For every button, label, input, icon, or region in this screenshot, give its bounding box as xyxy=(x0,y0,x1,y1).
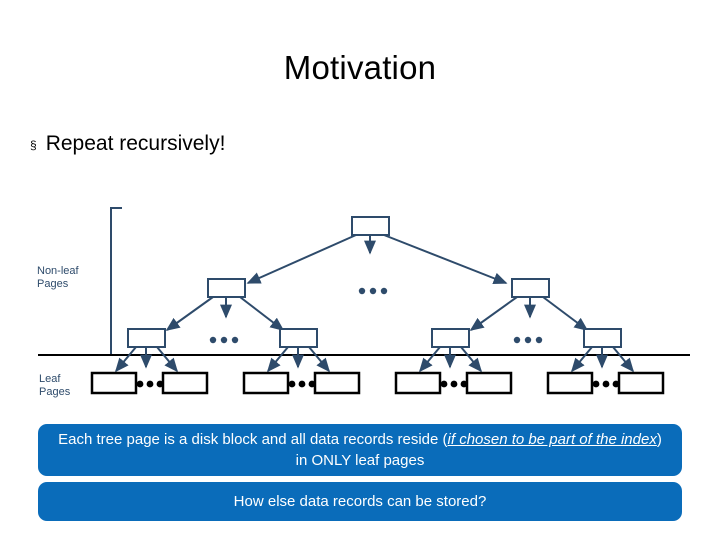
leaf-page xyxy=(546,371,594,395)
nonleaf-pages-label: Non-leaf Pages xyxy=(37,265,79,291)
tree-node-level3-c xyxy=(431,328,470,348)
edge-l3d-leaf2 xyxy=(612,346,635,373)
leaf-pages-label-line1: Leaf xyxy=(39,373,61,385)
callout-1-emphasis: if chosen to be part of the index xyxy=(447,431,657,448)
page-title: Motivation xyxy=(283,49,437,86)
leaf-pages-label: Leaf Pages xyxy=(39,373,70,399)
edge-l3c-leaf2 xyxy=(460,346,483,373)
edge-l3c-leaf1 xyxy=(418,346,441,373)
ellipsis-level3-right xyxy=(513,336,543,344)
leaf-pages-label-line2: Pages xyxy=(39,386,71,398)
edge-l2left-to-l3b xyxy=(239,296,285,331)
bullet-item-label: Repeat recursively! xyxy=(45,132,226,155)
tree-node-level2-right xyxy=(511,278,550,298)
callout-1-part1: Each tree page is a disk block and all d… xyxy=(58,431,448,448)
leaf-page xyxy=(465,371,513,395)
leaf-page xyxy=(313,371,361,395)
callout-1-text: Each tree page is a disk block and all d… xyxy=(52,429,668,471)
callout-2-text: How else data records can be stored? xyxy=(233,493,487,510)
leaf-page xyxy=(242,371,290,395)
nonleaf-pages-label-line2: Pages xyxy=(37,278,69,290)
nonleaf-bracket-icon xyxy=(110,207,122,356)
edge-l2left-to-l3a xyxy=(165,296,214,331)
edge-l2right-to-l3d xyxy=(542,296,589,331)
tree-node-level3-d xyxy=(583,328,622,348)
callout-data-records: Each tree page is a disk block and all d… xyxy=(38,424,682,476)
edge-l3a-leaf2 xyxy=(156,346,179,373)
tree-node-level2-left xyxy=(207,278,246,298)
tree-node-level3-b xyxy=(279,328,318,348)
tree-node-level3-a xyxy=(127,328,166,348)
edge-l3b-leaf2 xyxy=(308,346,331,373)
leaf-page xyxy=(90,371,138,395)
edge-l3b-leaf1 xyxy=(266,346,289,373)
ellipsis-after-root xyxy=(358,287,388,295)
edge-l3a-leaf1 xyxy=(114,346,137,373)
ellipsis-level3-left xyxy=(209,336,239,344)
edge-l2right-to-l3c xyxy=(469,296,518,331)
tree-node-root xyxy=(351,216,390,236)
leaf-page xyxy=(394,371,442,395)
ellipsis-leaf-group-3 xyxy=(440,380,468,388)
ellipsis-leaf-group-1 xyxy=(136,380,164,388)
nonleaf-pages-label-line1: Non-leaf xyxy=(37,265,79,277)
callout-question: How else data records can be stored? xyxy=(38,482,682,521)
bullet-list-item: § Repeat recursively! xyxy=(30,130,690,158)
edge-root-to-left2 xyxy=(246,234,357,284)
ellipsis-leaf-group-2 xyxy=(288,380,316,388)
callout-1-part2: ) in ONLY leaf pages xyxy=(295,431,662,469)
edge-l3d-leaf1 xyxy=(570,346,593,373)
b-plus-tree-diagram xyxy=(0,195,720,410)
leaf-page xyxy=(617,371,665,395)
edge-root-to-right2 xyxy=(383,234,508,285)
leaf-page xyxy=(161,371,209,395)
ellipsis-leaf-group-4 xyxy=(592,380,620,388)
bullet-marker-icon: § xyxy=(30,138,37,152)
